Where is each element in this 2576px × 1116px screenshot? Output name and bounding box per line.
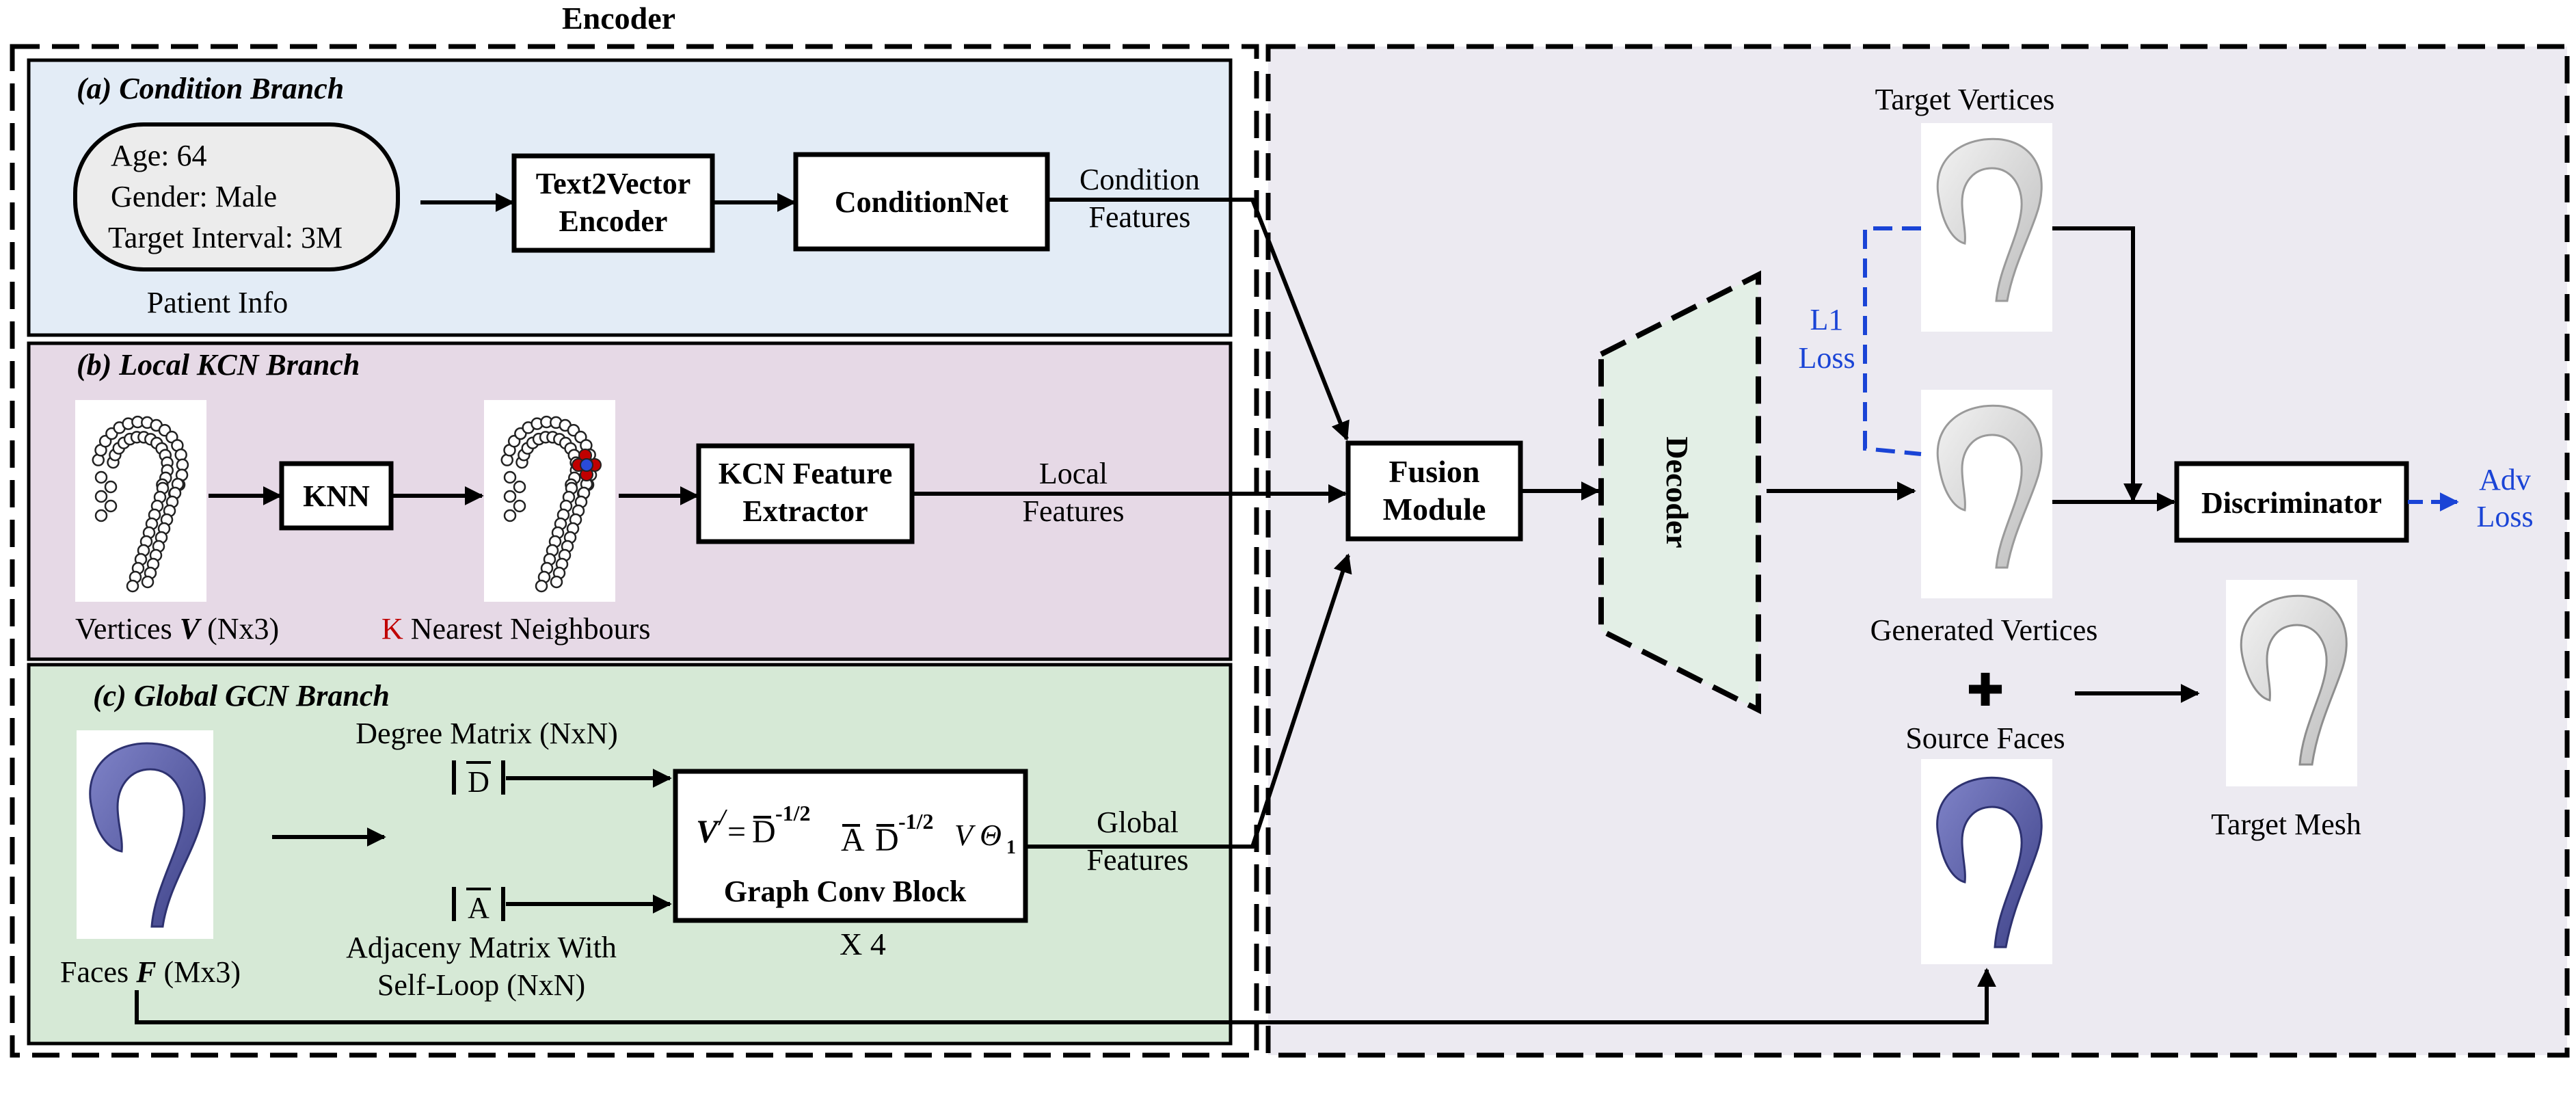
vertex-point bbox=[94, 490, 108, 503]
patient-interval: Target Interval: 3M bbox=[108, 221, 343, 254]
vertex-point bbox=[503, 470, 517, 484]
svg-text:-1/2: -1/2 bbox=[898, 809, 934, 834]
fusion-line1: Fusion bbox=[1389, 454, 1480, 489]
vertex-point bbox=[550, 575, 563, 589]
vertex-point bbox=[176, 458, 189, 472]
global-branch-panel bbox=[27, 663, 1233, 1046]
adjacency-symbol: A bbox=[468, 891, 489, 925]
l1-loss-line1: L1 bbox=[1810, 303, 1844, 336]
conditionnet-label: ConditionNet bbox=[835, 185, 1009, 219]
vertex-point bbox=[174, 448, 187, 462]
svg-text:1: 1 bbox=[1006, 837, 1016, 858]
global-branch-title: (c) Global GCN Branch bbox=[93, 679, 390, 713]
generated-vertices-label: Generated Vertices bbox=[1870, 613, 2098, 647]
svg-text:D: D bbox=[752, 814, 776, 850]
target-mesh-surface bbox=[2240, 594, 2348, 766]
text2vector-line2: Encoder bbox=[559, 204, 668, 238]
adv-loss-line2: Loss bbox=[2476, 500, 2533, 533]
target-vertices-mesh bbox=[1936, 137, 2043, 302]
vertex-point bbox=[513, 480, 526, 494]
global-features-line1: Global bbox=[1097, 806, 1179, 839]
neighbour-point bbox=[580, 458, 593, 472]
local-features-line1: Local bbox=[1039, 457, 1108, 490]
decoder-region bbox=[1265, 44, 2570, 1058]
repeat-label: X 4 bbox=[840, 927, 886, 961]
discriminator-box bbox=[2174, 461, 2409, 543]
global-features-line2: Features bbox=[1086, 843, 1188, 877]
target-mesh-label: Target Mesh bbox=[2211, 808, 2361, 841]
arrow-faces-to-source-faces bbox=[135, 968, 1996, 1024]
adjacency-label-line1: Adjaceny Matrix With bbox=[346, 931, 617, 964]
arrow-target-to-discriminator bbox=[2052, 226, 2143, 503]
vertex-point bbox=[141, 575, 155, 589]
vertices-caption: Vertices V (Nx3) bbox=[75, 612, 279, 646]
decoder-label: Decoder bbox=[1660, 436, 1695, 548]
vertex-point bbox=[503, 509, 517, 522]
vertex-point bbox=[513, 499, 526, 513]
knn-label: KNN bbox=[303, 479, 370, 513]
svg-text:/: / bbox=[717, 805, 728, 830]
svg-text:=: = bbox=[727, 814, 746, 850]
faces-blue-mesh bbox=[89, 742, 206, 928]
adv-loss-line1: Adv bbox=[2479, 463, 2531, 496]
vertex-point bbox=[535, 579, 548, 593]
encoder-frame bbox=[10, 44, 1259, 1058]
discriminator-label: Discriminator bbox=[2201, 486, 2382, 520]
gcn-formula: V / = D -1/2 A D -1/2 V Θ 1 bbox=[696, 801, 1016, 858]
graph-conv-block-box bbox=[673, 769, 1028, 923]
svg-text:V: V bbox=[696, 814, 721, 850]
k-nearest-neighbours-caption: K Nearest Neighbours bbox=[381, 612, 650, 646]
local-branch-title: (b) Local KCN Branch bbox=[77, 348, 360, 382]
local-branch-panel bbox=[27, 341, 1233, 661]
patient-gender: Gender: Male bbox=[111, 180, 277, 213]
kcn-line1: KCN Feature bbox=[719, 457, 893, 490]
l1-loss-connector bbox=[1863, 226, 1922, 456]
local-features-line2: Features bbox=[1022, 494, 1124, 528]
fusion-line2: Module bbox=[1383, 492, 1486, 527]
vertex-point bbox=[126, 579, 139, 593]
encoder-title: Encoder bbox=[562, 1, 675, 36]
kcn-line2: Extractor bbox=[742, 494, 868, 528]
patient-age: Age: 64 bbox=[111, 139, 207, 172]
knn-point-cloud bbox=[500, 415, 602, 593]
graph-conv-block-label: Graph Conv Block bbox=[724, 875, 967, 908]
patient-info-caption: Patient Info bbox=[147, 286, 289, 319]
degree-matrix-label: Degree Matrix (NxN) bbox=[355, 717, 618, 750]
source-faces-label: Source Faces bbox=[1905, 721, 2065, 755]
vertex-point bbox=[94, 470, 108, 484]
vertices-point-cloud bbox=[92, 415, 189, 593]
adjacency-label-line2: Self-Loop (NxN) bbox=[377, 968, 585, 1002]
faces-caption: Faces F (Mx3) bbox=[60, 955, 241, 989]
target-vertices-label: Target Vertices bbox=[1875, 83, 2055, 116]
vertex-point bbox=[94, 509, 108, 522]
vertex-point bbox=[503, 490, 517, 503]
plus-icon: ✚ bbox=[1966, 666, 2004, 716]
condition-features-line1: Condition bbox=[1079, 163, 1200, 196]
degree-symbol: D bbox=[468, 765, 489, 799]
generated-vertices-mesh bbox=[1936, 404, 2043, 569]
vertex-point bbox=[104, 480, 118, 494]
l1-loss-line2: Loss bbox=[1798, 341, 1855, 375]
condition-features-line2: Features bbox=[1088, 200, 1190, 234]
patient-info-box bbox=[73, 122, 400, 271]
svg-text:D: D bbox=[875, 822, 899, 858]
svg-text:A: A bbox=[841, 822, 865, 858]
svg-text:-1/2: -1/2 bbox=[775, 801, 811, 825]
text2vector-line1: Text2Vector bbox=[536, 167, 690, 200]
svg-text:V Θ: V Θ bbox=[954, 819, 1002, 852]
arrow-global-to-fusion bbox=[1025, 553, 1352, 849]
fusion-module-box bbox=[1345, 440, 1523, 542]
decoder-trapezoid bbox=[1598, 270, 1761, 715]
vertex-point bbox=[104, 499, 118, 513]
arrow-condition-to-fusion bbox=[1047, 198, 1350, 441]
condition-branch-title: (a) Condition Branch bbox=[77, 72, 344, 105]
source-faces-blue-mesh bbox=[1936, 776, 2043, 948]
